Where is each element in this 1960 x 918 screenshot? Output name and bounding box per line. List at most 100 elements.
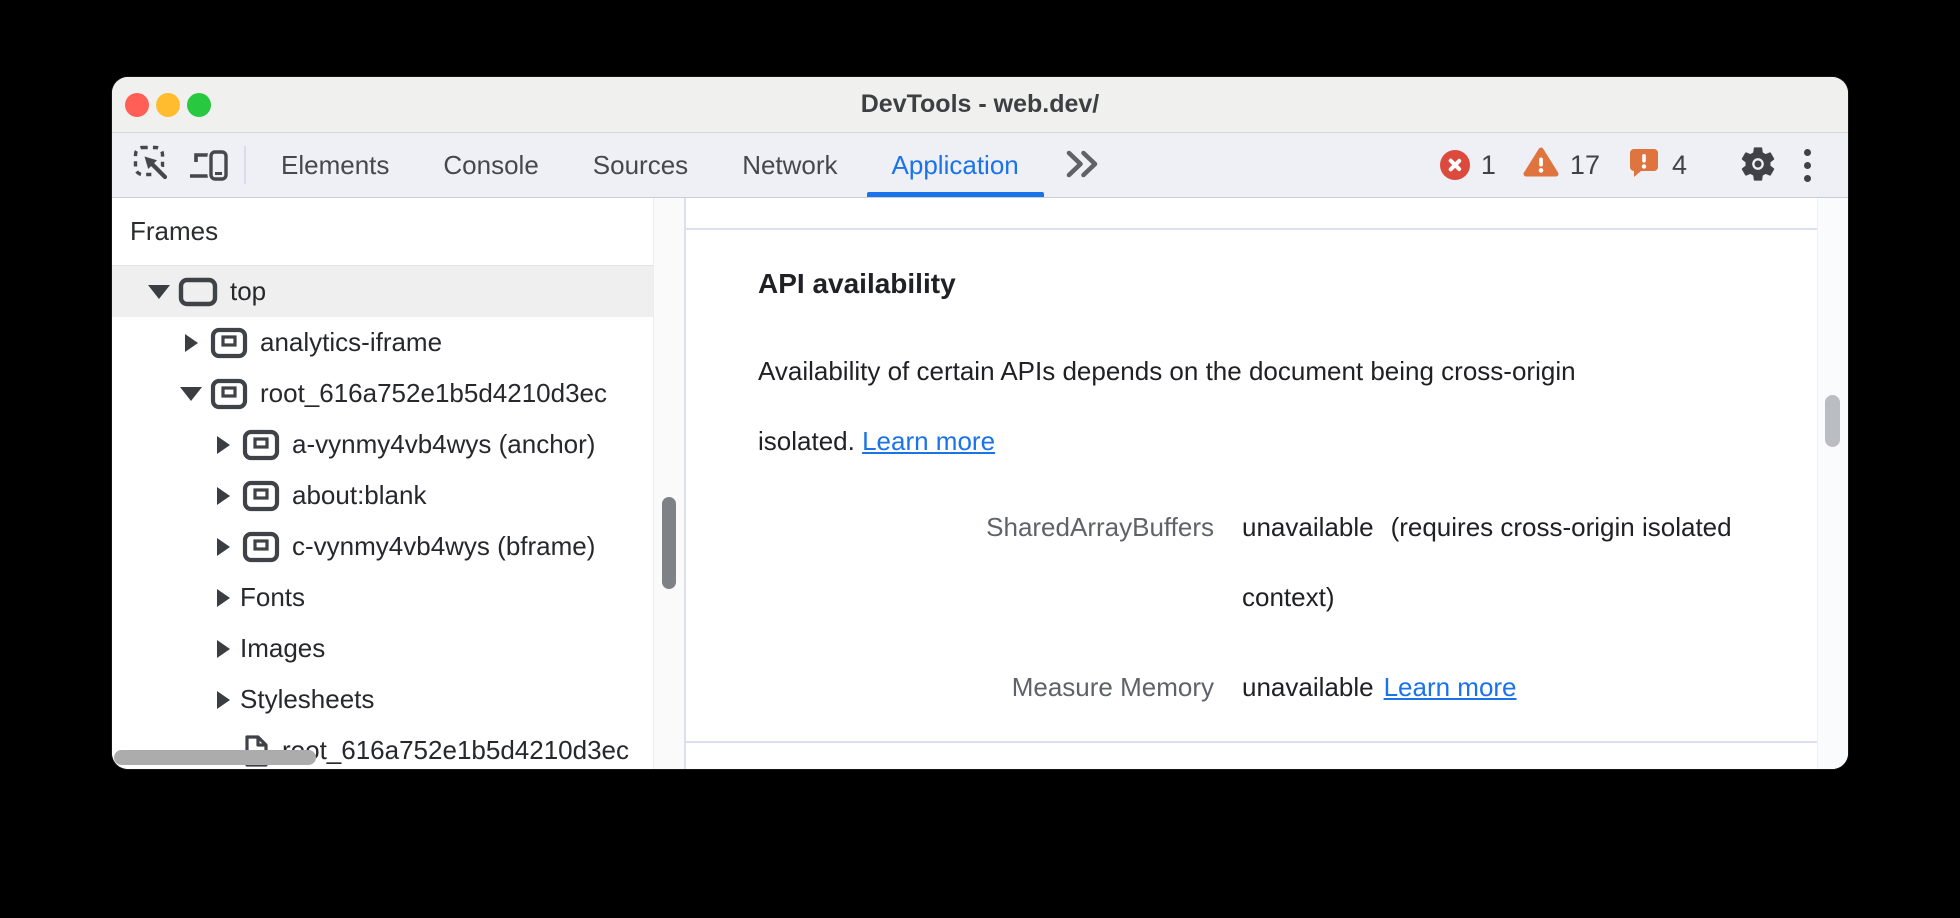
- devtools-body: Frames top analytics-iframe root_616a752e1…: [112, 198, 1848, 769]
- field-value: unavailable Learn more: [1242, 652, 1742, 722]
- error-count: 1: [1480, 149, 1496, 180]
- tree-row-top[interactable]: top: [112, 266, 654, 317]
- kebab-icon: [1803, 148, 1811, 156]
- error-icon: [1439, 150, 1470, 180]
- issues-bubble-icon: [1627, 146, 1661, 185]
- triangle-right-icon[interactable]: [210, 537, 236, 556]
- triangle-right-icon[interactable]: [210, 435, 236, 454]
- titlebar: DevTools - web.dev/: [112, 77, 1848, 133]
- issues-badge[interactable]: 4: [1627, 146, 1687, 185]
- frames-sidebar: Frames top analytics-iframe root_616a752e1…: [112, 198, 686, 769]
- inspect-cursor-icon: [132, 144, 172, 187]
- field-status: unavailable: [1242, 672, 1374, 702]
- tree-row-fonts[interactable]: Fonts: [112, 572, 654, 623]
- tab-console[interactable]: Console: [416, 133, 565, 197]
- report-vertical-scrollbar: [1817, 198, 1848, 769]
- triangle-right-icon[interactable]: [210, 690, 236, 709]
- device-toolbar-button[interactable]: [180, 133, 236, 197]
- field-note: (requires cross-origin isolated context): [1242, 512, 1732, 612]
- iframe-icon: [242, 429, 280, 461]
- section-bottom-spacer: [686, 743, 1818, 769]
- zoom-button[interactable]: [187, 92, 211, 117]
- report-panel: API availability Availability of certain…: [686, 198, 1848, 769]
- warning-count: 17: [1569, 149, 1600, 180]
- tree-row-label: Images: [240, 633, 326, 663]
- frames-tree: top analytics-iframe root_616a752e1b5d4210…: [112, 266, 654, 769]
- tree-row-root-616a752e1b5d4210d3ec[interactable]: root_616a752e1b5d4210d3ec: [112, 368, 654, 419]
- minimize-button[interactable]: [156, 92, 180, 117]
- warning-badge[interactable]: 17: [1523, 146, 1600, 185]
- tree-row-stylesheets[interactable]: Stylesheets: [112, 674, 654, 725]
- more-options-button[interactable]: [1784, 148, 1830, 183]
- more-tabs-button[interactable]: [1058, 133, 1106, 197]
- tree-row-label: about:blank: [292, 480, 427, 510]
- triangle-right-icon[interactable]: [210, 486, 236, 505]
- tree-row-label: Fonts: [240, 582, 306, 612]
- tree-row-root-616a752e1b5d4210d3ec[interactable]: root_616a752e1b5d4210d3ec: [112, 725, 654, 769]
- iframe-icon: [210, 327, 248, 359]
- triangle-down-icon[interactable]: [146, 284, 172, 299]
- gear-icon: [1738, 144, 1778, 187]
- tree-row-label: c-vynmy4vb4wys (bframe): [292, 531, 596, 561]
- section-heading: API availability: [758, 268, 956, 299]
- field-status: unavailable: [1242, 512, 1374, 542]
- learn-more-link[interactable]: Learn more: [862, 426, 996, 456]
- sidebar-vertical-scrollbar-thumb[interactable]: [662, 497, 676, 589]
- tab-network[interactable]: Network: [715, 133, 864, 197]
- double-chevron-right-icon: [1064, 149, 1100, 182]
- tab-sources[interactable]: Sources: [566, 133, 715, 197]
- field-name: Measure Memory: [1011, 672, 1214, 702]
- tab-elements[interactable]: Elements: [254, 133, 416, 197]
- traffic-lights: [112, 92, 211, 117]
- triangle-right-icon[interactable]: [210, 588, 236, 607]
- tree-row-label: analytics-iframe: [260, 327, 443, 357]
- inspect-element-button[interactable]: [124, 133, 180, 197]
- sidebar-horizontal-scrollbar-thumb[interactable]: [114, 750, 316, 765]
- description-line: isolated.: [758, 426, 855, 456]
- triangle-down-icon[interactable]: [178, 386, 204, 401]
- tree-row-label: Stylesheets: [240, 684, 375, 714]
- toolbar-separator: [244, 146, 246, 184]
- tab-application[interactable]: Application: [865, 133, 1046, 197]
- tree-row-label: a-vynmy4vb4wys (anchor): [292, 429, 596, 459]
- tree-row-about-blank[interactable]: about:blank: [112, 470, 654, 521]
- tree-row-label: root_616a752e1b5d4210d3ec: [282, 735, 630, 765]
- api-field-sharedarraybuffers: SharedArrayBuffers unavailable(requires c…: [758, 492, 1778, 632]
- iframe-icon: [210, 378, 248, 410]
- issues-count: 4: [1671, 149, 1687, 180]
- tree-row-a-vynmy4vb4wys-anchor-[interactable]: a-vynmy4vb4wys (anchor): [112, 419, 654, 470]
- learn-more-link[interactable]: Learn more: [1383, 672, 1517, 702]
- warning-icon: [1523, 146, 1559, 185]
- api-field-measure-memory: Measure Memory unavailable Learn more: [758, 652, 1778, 722]
- settings-button[interactable]: [1732, 144, 1784, 187]
- error-badge[interactable]: 1: [1439, 149, 1496, 181]
- api-availability-section: API availability Availability of certain…: [686, 230, 1818, 743]
- field-name: SharedArrayBuffers: [986, 512, 1214, 542]
- triangle-right-icon[interactable]: [210, 639, 236, 658]
- iframe-icon: [242, 531, 280, 563]
- field-value: unavailable(requires cross-origin isolat…: [1242, 492, 1742, 632]
- section-divider: [686, 198, 1818, 230]
- tree-row-label: root_616a752e1b5d4210d3ec: [260, 378, 608, 408]
- description-line: Availability of certain APIs depends on …: [758, 356, 1576, 386]
- tree-row-images[interactable]: Images: [112, 623, 654, 674]
- status-badges: 1 17: [1439, 133, 1830, 197]
- device-toolbar-icon: [186, 145, 230, 186]
- frames-header: Frames: [112, 198, 684, 266]
- tree-row-analytics-iframe[interactable]: analytics-iframe: [112, 317, 654, 368]
- sidebar-horizontal-scrollbar: [112, 748, 654, 769]
- report-vertical-scrollbar-thumb[interactable]: [1825, 395, 1840, 447]
- tree-row-label: top: [230, 276, 267, 306]
- triangle-right-icon[interactable]: [178, 333, 204, 352]
- devtools-window: DevTools - web.dev/: [112, 77, 1848, 769]
- frame-icon: [178, 276, 218, 308]
- close-button[interactable]: [125, 92, 149, 117]
- iframe-icon: [242, 480, 280, 512]
- window-title: DevTools - web.dev/: [860, 90, 1100, 118]
- sidebar-vertical-scrollbar: [653, 198, 684, 769]
- section-description: Availability of certain APIs depends on …: [758, 336, 1778, 476]
- tree-row-c-vynmy4vb4wys-bframe-[interactable]: c-vynmy4vb4wys (bframe): [112, 521, 654, 572]
